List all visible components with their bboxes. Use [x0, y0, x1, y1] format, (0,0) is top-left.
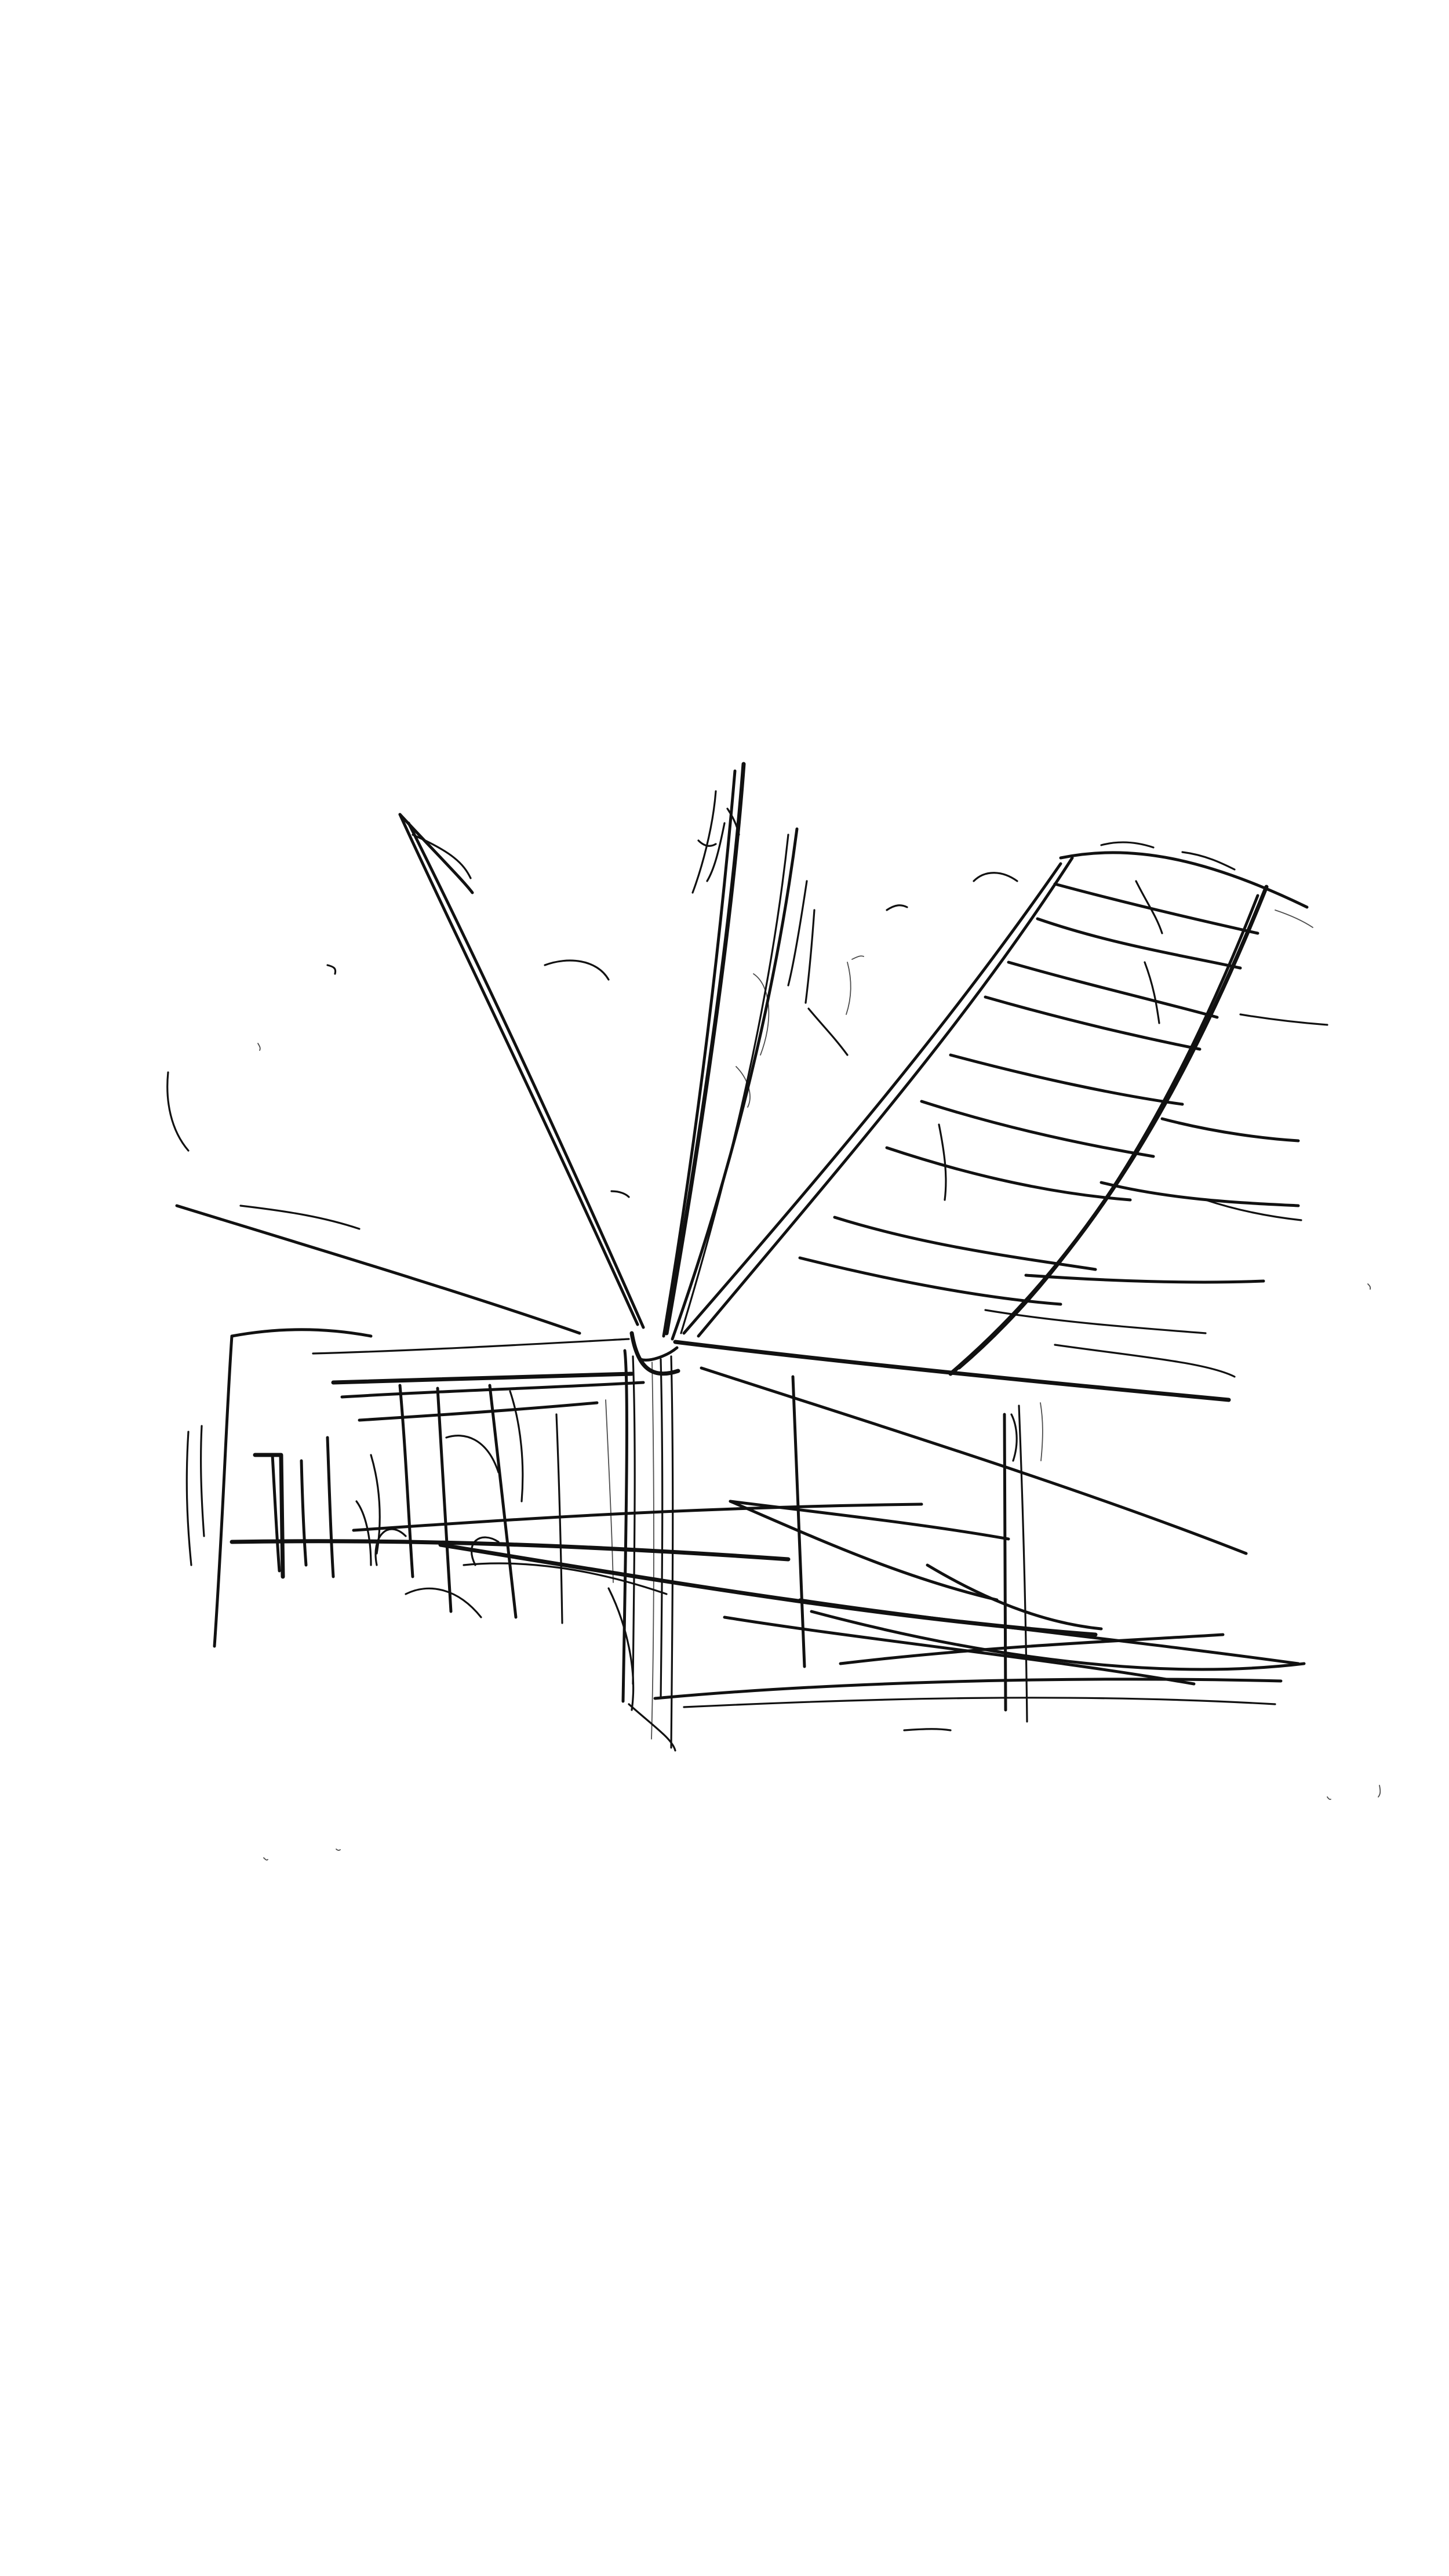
ground-sweep-lines: [230, 1500, 1306, 1752]
low-building-block: [653, 1340, 1283, 1723]
left-structure-columns: [166, 1071, 645, 1648]
sky-marks: [175, 807, 1381, 1861]
left-triangular-fin: [398, 813, 645, 1329]
right-slanted-louvered-canopy: [682, 841, 1328, 1378]
central-tall-fin: [662, 762, 851, 1341]
central-vertical-pole: [621, 1331, 680, 1749]
